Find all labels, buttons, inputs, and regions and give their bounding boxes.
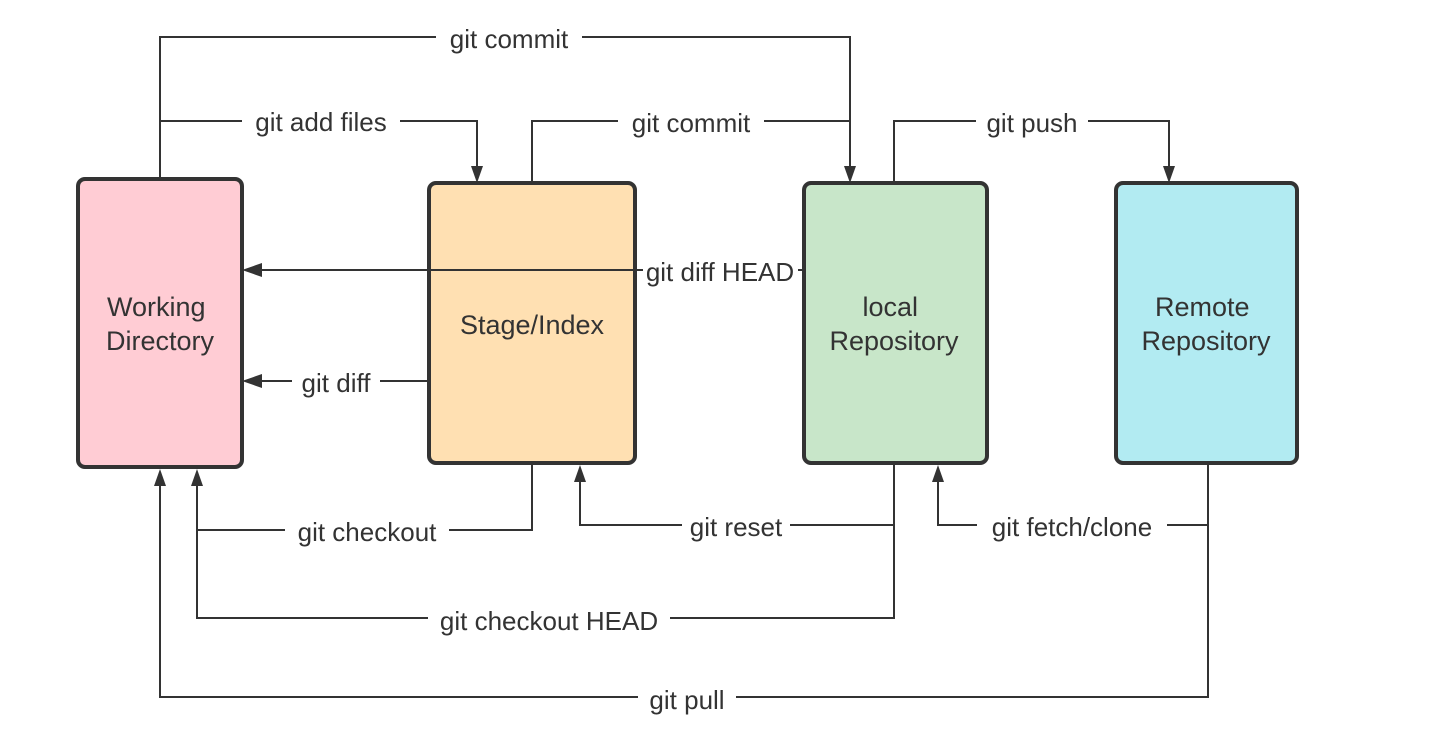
edge-label-git-add-files: git add files bbox=[255, 107, 387, 137]
edge-label-git-reset: git reset bbox=[690, 512, 783, 542]
working-directory-label: Working Directory bbox=[106, 292, 215, 356]
remote-repository-label: Remote Repository bbox=[1141, 292, 1271, 356]
edge-git-checkout-head: git checkout HEAD bbox=[196, 525, 895, 636]
edge-git-push: git push bbox=[893, 106, 1175, 183]
edge-git-pull: git pull bbox=[154, 469, 1209, 715]
edge-label-git-commit-top: git commit bbox=[450, 24, 569, 54]
edge-git-reset: git reset bbox=[574, 463, 895, 543]
node-stage-index: Stage/Index bbox=[427, 181, 637, 465]
edge-label-git-checkout: git checkout bbox=[298, 517, 438, 547]
edge-label-git-fetch-clone: git fetch/clone bbox=[992, 512, 1152, 542]
node-local-repository: local Repository bbox=[802, 181, 989, 465]
node-working-directory: Working Directory bbox=[76, 177, 244, 469]
local-repository-box bbox=[802, 181, 989, 465]
edge-label-git-diff: git diff bbox=[302, 368, 372, 398]
edge-git-commit-top: git commit bbox=[159, 22, 856, 183]
edge-label-git-commit-stage: git commit bbox=[632, 108, 751, 138]
edge-label-git-diff-head: git diff HEAD bbox=[646, 257, 794, 287]
working-directory-box bbox=[76, 177, 244, 469]
edge-git-add-files: git add files bbox=[160, 106, 483, 183]
edge-label-git-checkout-head: git checkout HEAD bbox=[440, 606, 658, 636]
edge-label-git-push: git push bbox=[986, 108, 1077, 138]
remote-repository-box bbox=[1114, 181, 1299, 465]
edge-git-checkout: git checkout bbox=[191, 463, 533, 548]
edge-git-commit-stage: git commit bbox=[531, 106, 850, 183]
edge-git-diff-head: git diff HEAD bbox=[242, 256, 804, 287]
stage-index-label: Stage/Index bbox=[460, 310, 605, 340]
edge-git-fetch-clone: git fetch/clone bbox=[932, 463, 1209, 543]
edge-label-git-pull: git pull bbox=[649, 685, 724, 715]
local-repository-label: local Repository bbox=[829, 292, 959, 356]
node-remote-repository: Remote Repository bbox=[1114, 181, 1299, 465]
edge-git-diff: git diff bbox=[242, 366, 429, 398]
